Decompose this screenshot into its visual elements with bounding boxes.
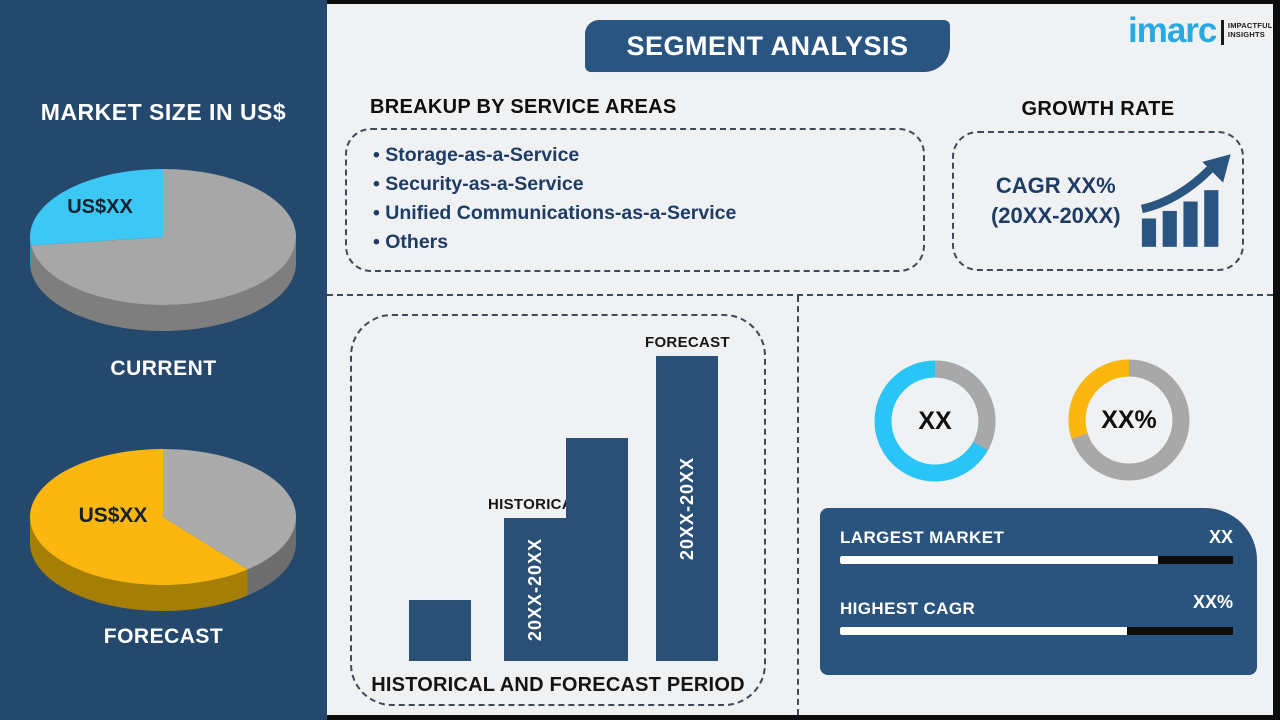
bar-inner-label: 20XX-20XX bbox=[676, 456, 697, 561]
bar-top-label: FORECAST bbox=[645, 334, 730, 351]
page-title-box: SEGMENT ANALYSIS bbox=[585, 20, 950, 72]
forecast-pie-chart bbox=[29, 449, 297, 611]
period-bar-chart-box: HISTORICAL 20XX-20XX FORECAST 20XX-20XX … bbox=[350, 314, 766, 706]
forecast-pie-caption: FORECAST bbox=[103, 625, 224, 648]
metric-row: HIGHEST CAGR XX% bbox=[840, 592, 1233, 635]
growth-chart-icon bbox=[1140, 153, 1231, 247]
page-title: SEGMENT ANALYSIS bbox=[626, 30, 909, 61]
current-pie-caption: CURRENT bbox=[110, 357, 217, 380]
metric-value: XX% bbox=[1192, 592, 1233, 612]
market-size-sidebar: MARKET SIZE IN US$ US$XX CURRENT US$XX F… bbox=[0, 0, 327, 720]
logo-tagline: IMPACTFUL INSIGHTS bbox=[1228, 21, 1273, 39]
sidebar-title: MARKET SIZE IN US$ bbox=[40, 99, 287, 125]
metric-value: XX bbox=[1208, 527, 1233, 547]
metric-bar bbox=[840, 556, 1233, 564]
list-item: Unified Communications-as-a-Service bbox=[373, 199, 913, 228]
growth-rate-title: GROWTH RATE bbox=[1021, 98, 1175, 120]
bar-inner-label: 20XX-20XX bbox=[524, 537, 545, 642]
bar bbox=[566, 438, 628, 661]
bar-column: FORECAST 20XX-20XX bbox=[645, 334, 730, 661]
highest-cagr-donut: XX% bbox=[1064, 355, 1194, 485]
forecast-pie-value: US$XX bbox=[78, 504, 148, 527]
bar: 20XX-20XX bbox=[656, 356, 719, 661]
growth-rate-box: CAGR XX% (20XX-20XX) bbox=[952, 131, 1244, 271]
cagr-line2: (20XX-20XX) bbox=[990, 203, 1121, 228]
metric-row: LARGEST MARKET XX bbox=[840, 527, 1233, 564]
bar-column bbox=[409, 600, 471, 661]
horizontal-divider bbox=[327, 294, 1273, 296]
current-pie-chart bbox=[29, 169, 297, 332]
donut-ring bbox=[874, 360, 996, 482]
metrics-box: LARGEST MARKET XX HIGHEST CAGR XX% bbox=[820, 508, 1257, 675]
donut-ring bbox=[1068, 359, 1190, 481]
list-item: Security-as-a-Service bbox=[373, 170, 913, 199]
bar bbox=[409, 600, 471, 661]
cagr-line1: CAGR XX% bbox=[995, 173, 1116, 198]
cagr-text: CAGR XX% (20XX-20XX) bbox=[974, 171, 1138, 231]
logo-tagline-line2: INSIGHTS bbox=[1227, 30, 1265, 39]
breakup-box: Storage-as-a-Service Security-as-a-Servi… bbox=[345, 128, 925, 272]
bar-chart-caption: HISTORICAL AND FORECAST PERIOD bbox=[371, 674, 745, 696]
frame-bottom bbox=[327, 715, 1280, 720]
frame-right bbox=[1273, 0, 1280, 720]
metric-bar-fill bbox=[840, 556, 1159, 564]
metric-label: HIGHEST CAGR bbox=[840, 599, 976, 618]
metric-bar-fill bbox=[840, 627, 1127, 635]
donut-center-label: XX% bbox=[1101, 405, 1157, 434]
largest-market-donut: XX bbox=[870, 356, 1000, 486]
metric-bar bbox=[840, 627, 1233, 635]
logo-divider bbox=[1221, 20, 1224, 45]
imarc-logo: imarc IMPACTFUL INSIGHTS bbox=[1128, 12, 1272, 50]
bar-top-label: HISTORICAL bbox=[488, 496, 583, 513]
breakup-title: BREAKUP BY SERVICE AREAS bbox=[370, 96, 677, 118]
logo-tagline-line1: IMPACTFUL bbox=[1227, 21, 1273, 30]
list-item: Storage-as-a-Service bbox=[373, 141, 913, 170]
bar-column bbox=[566, 438, 628, 661]
bar: 20XX-20XX bbox=[504, 518, 567, 661]
frame-top bbox=[327, 0, 1280, 4]
service-areas-list: Storage-as-a-Service Security-as-a-Servi… bbox=[373, 141, 913, 257]
current-pie-value: US$XX bbox=[67, 196, 133, 218]
donut-center-label: XX bbox=[918, 406, 952, 435]
list-item: Others bbox=[373, 228, 913, 257]
metric-label: LARGEST MARKET bbox=[840, 528, 1005, 547]
vertical-divider bbox=[797, 296, 799, 715]
bar-column: HISTORICAL 20XX-20XX bbox=[488, 496, 582, 661]
imarc-wordmark: imarc bbox=[1128, 11, 1217, 50]
